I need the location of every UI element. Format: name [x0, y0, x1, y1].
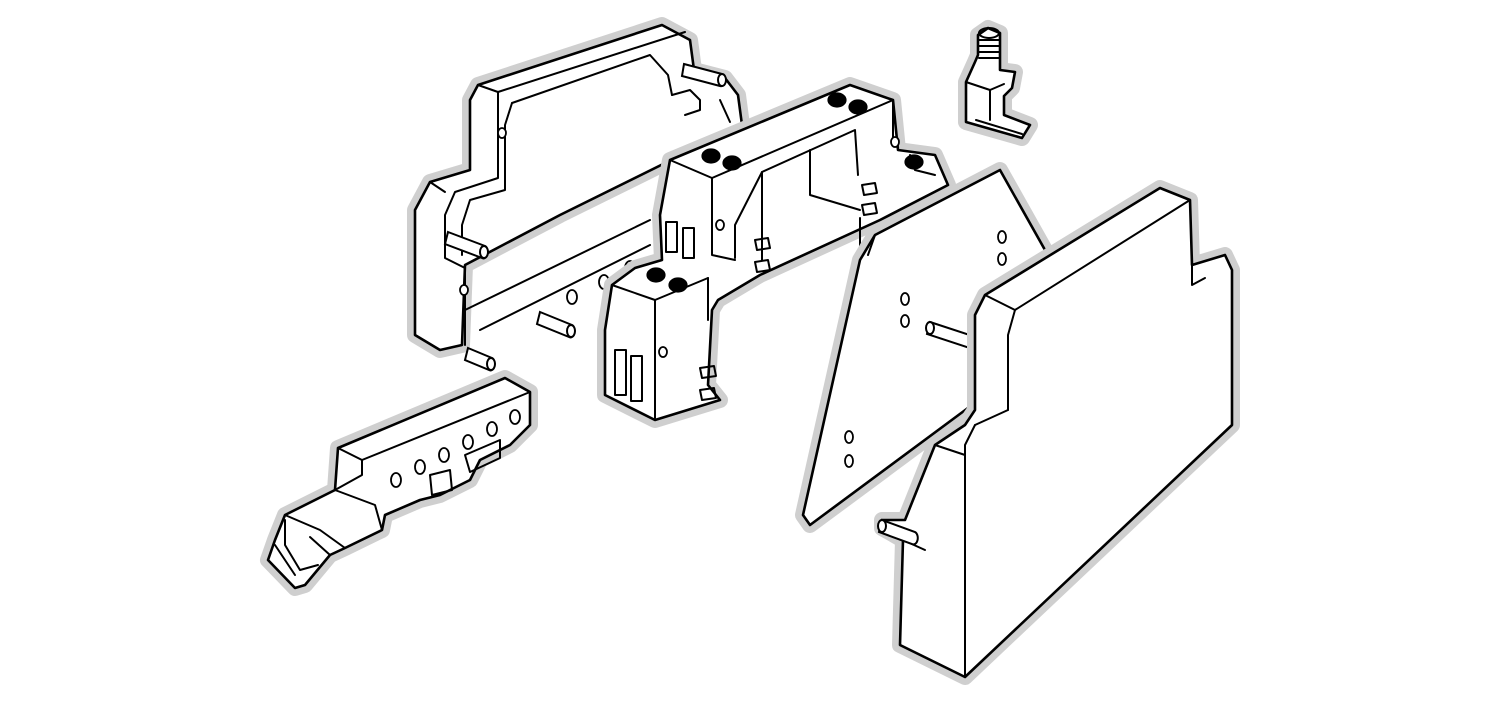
housing-frame-icon	[407, 17, 750, 372]
terminal-screw-icon	[958, 20, 1038, 146]
terminal-block-icon	[597, 77, 956, 428]
din-rail-foot-icon	[260, 370, 538, 596]
side-cover-icon	[874, 180, 1240, 685]
circuit-board-icon	[795, 162, 1053, 533]
